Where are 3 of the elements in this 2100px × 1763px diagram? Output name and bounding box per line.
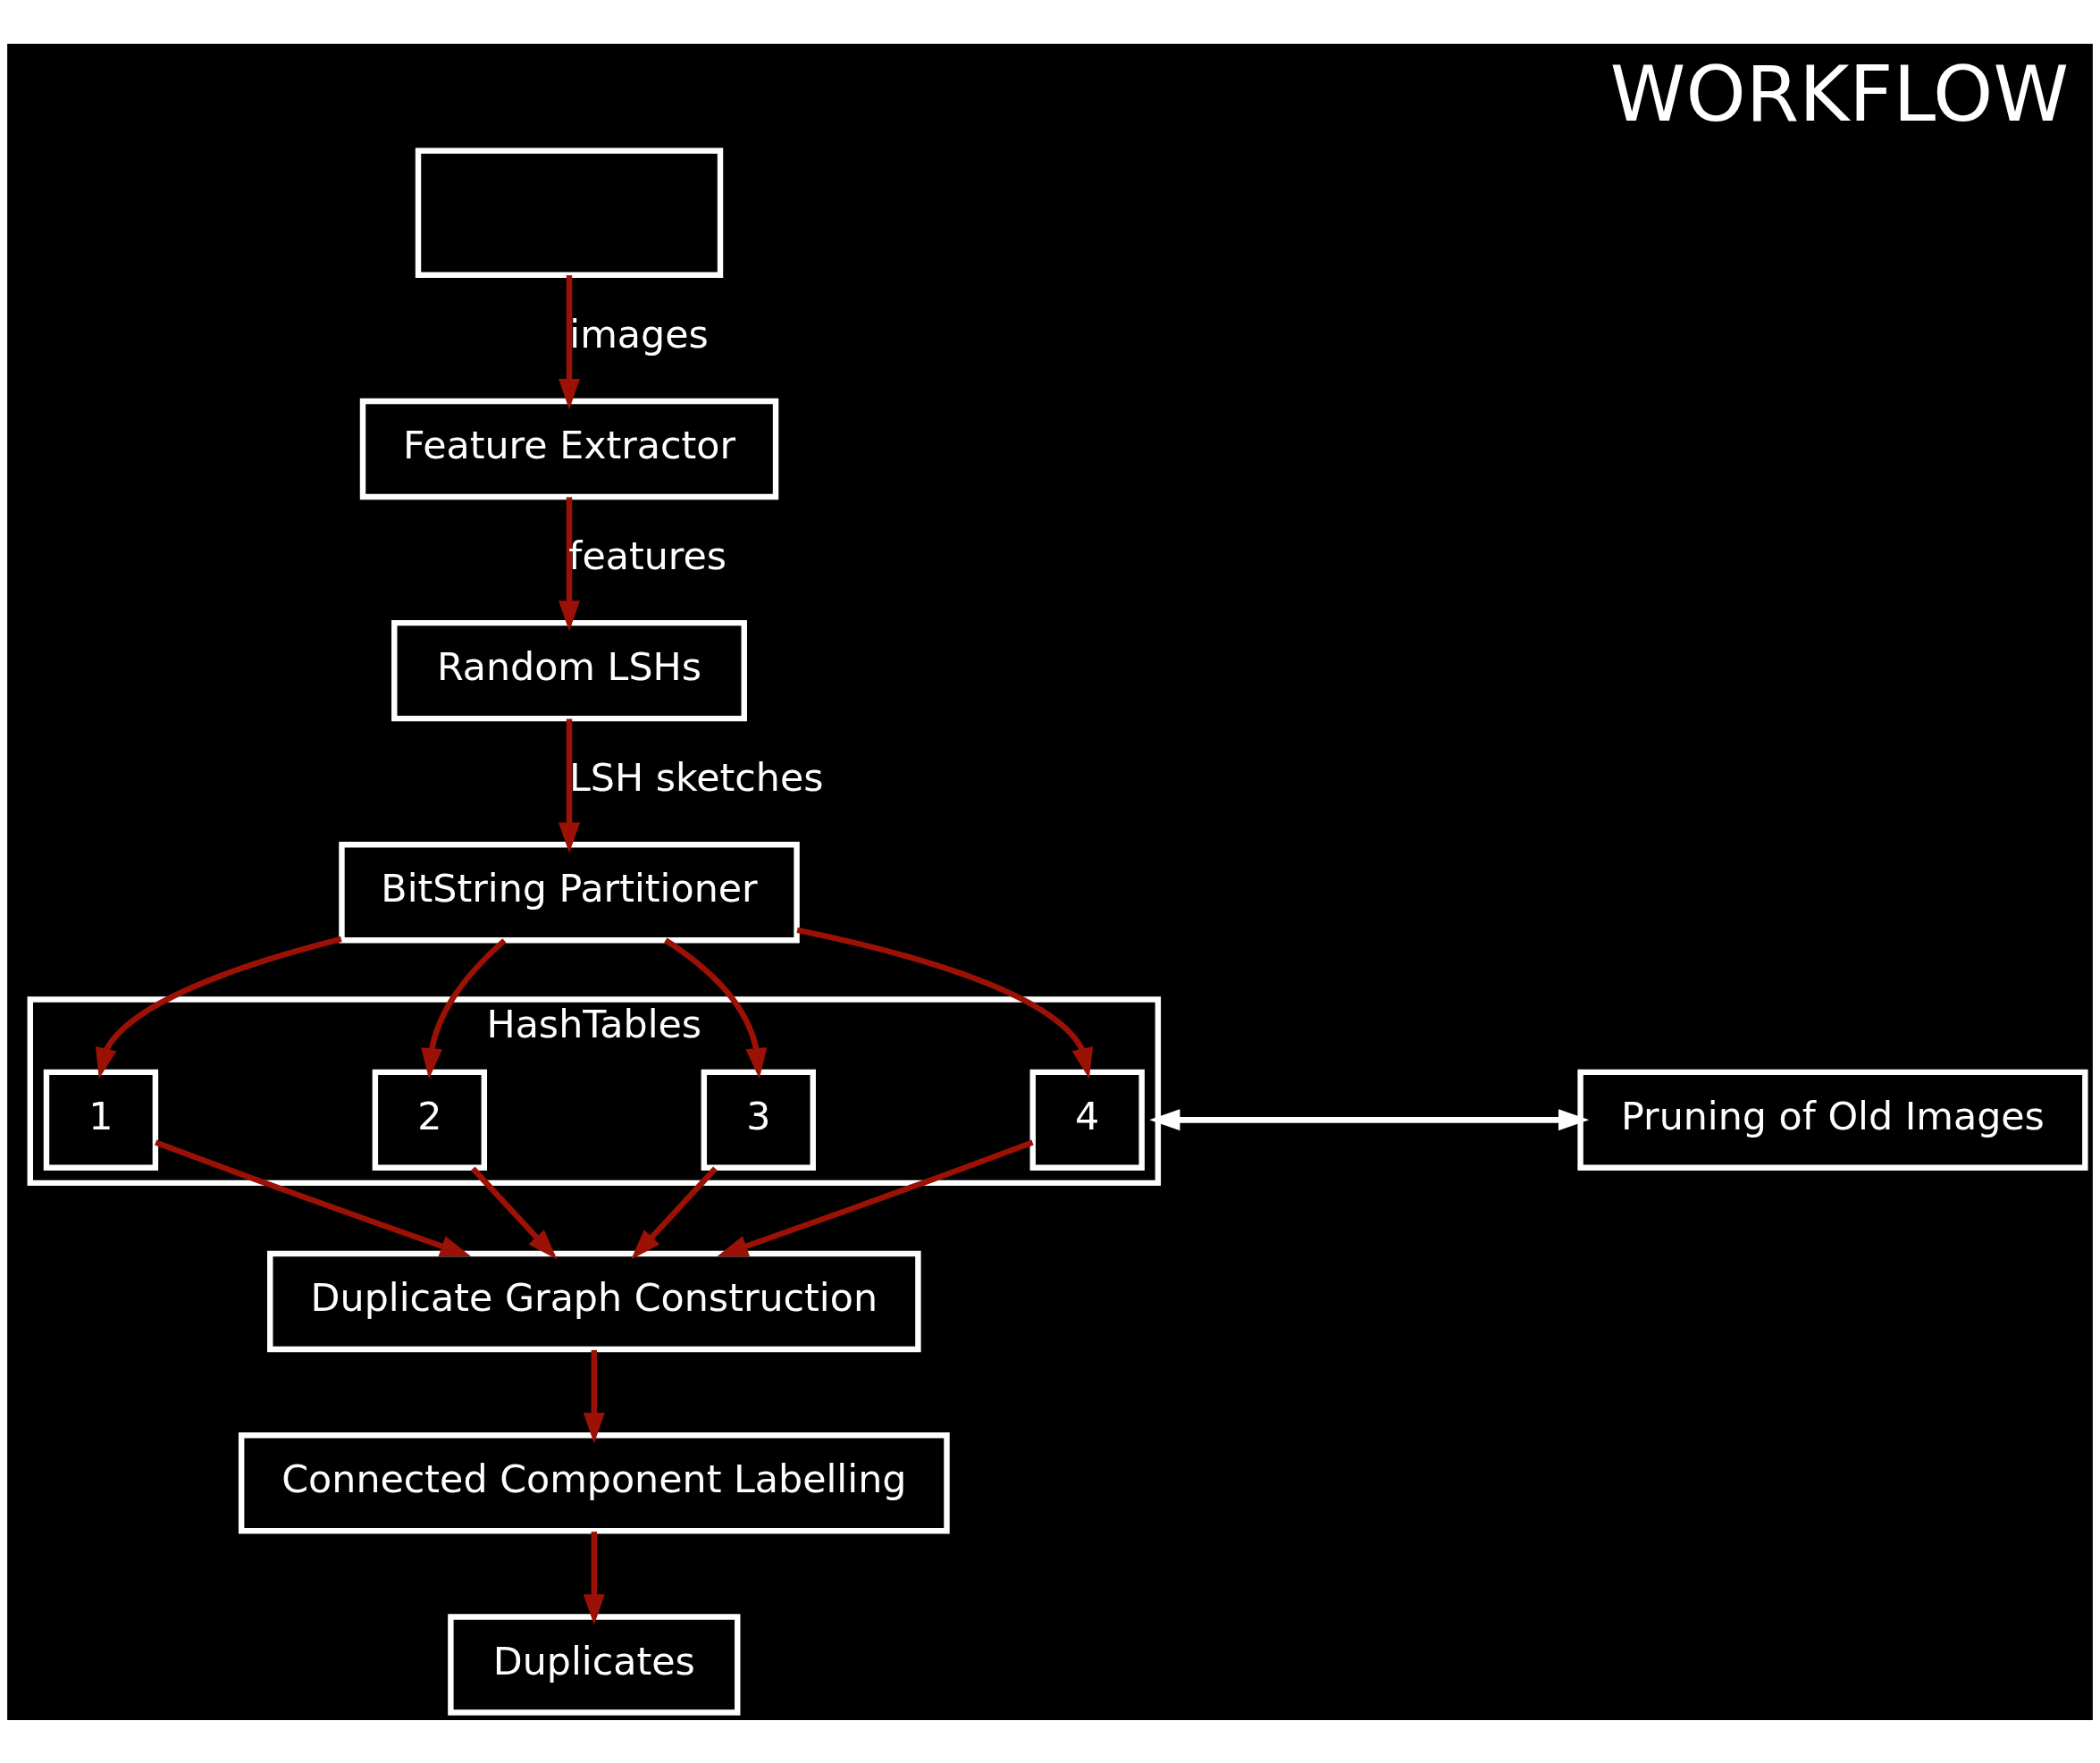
edge-label: images: [569, 311, 709, 357]
edge-label: LSH sketches: [568, 754, 824, 800]
diagram-title: WORKFLOW: [1609, 49, 2070, 139]
